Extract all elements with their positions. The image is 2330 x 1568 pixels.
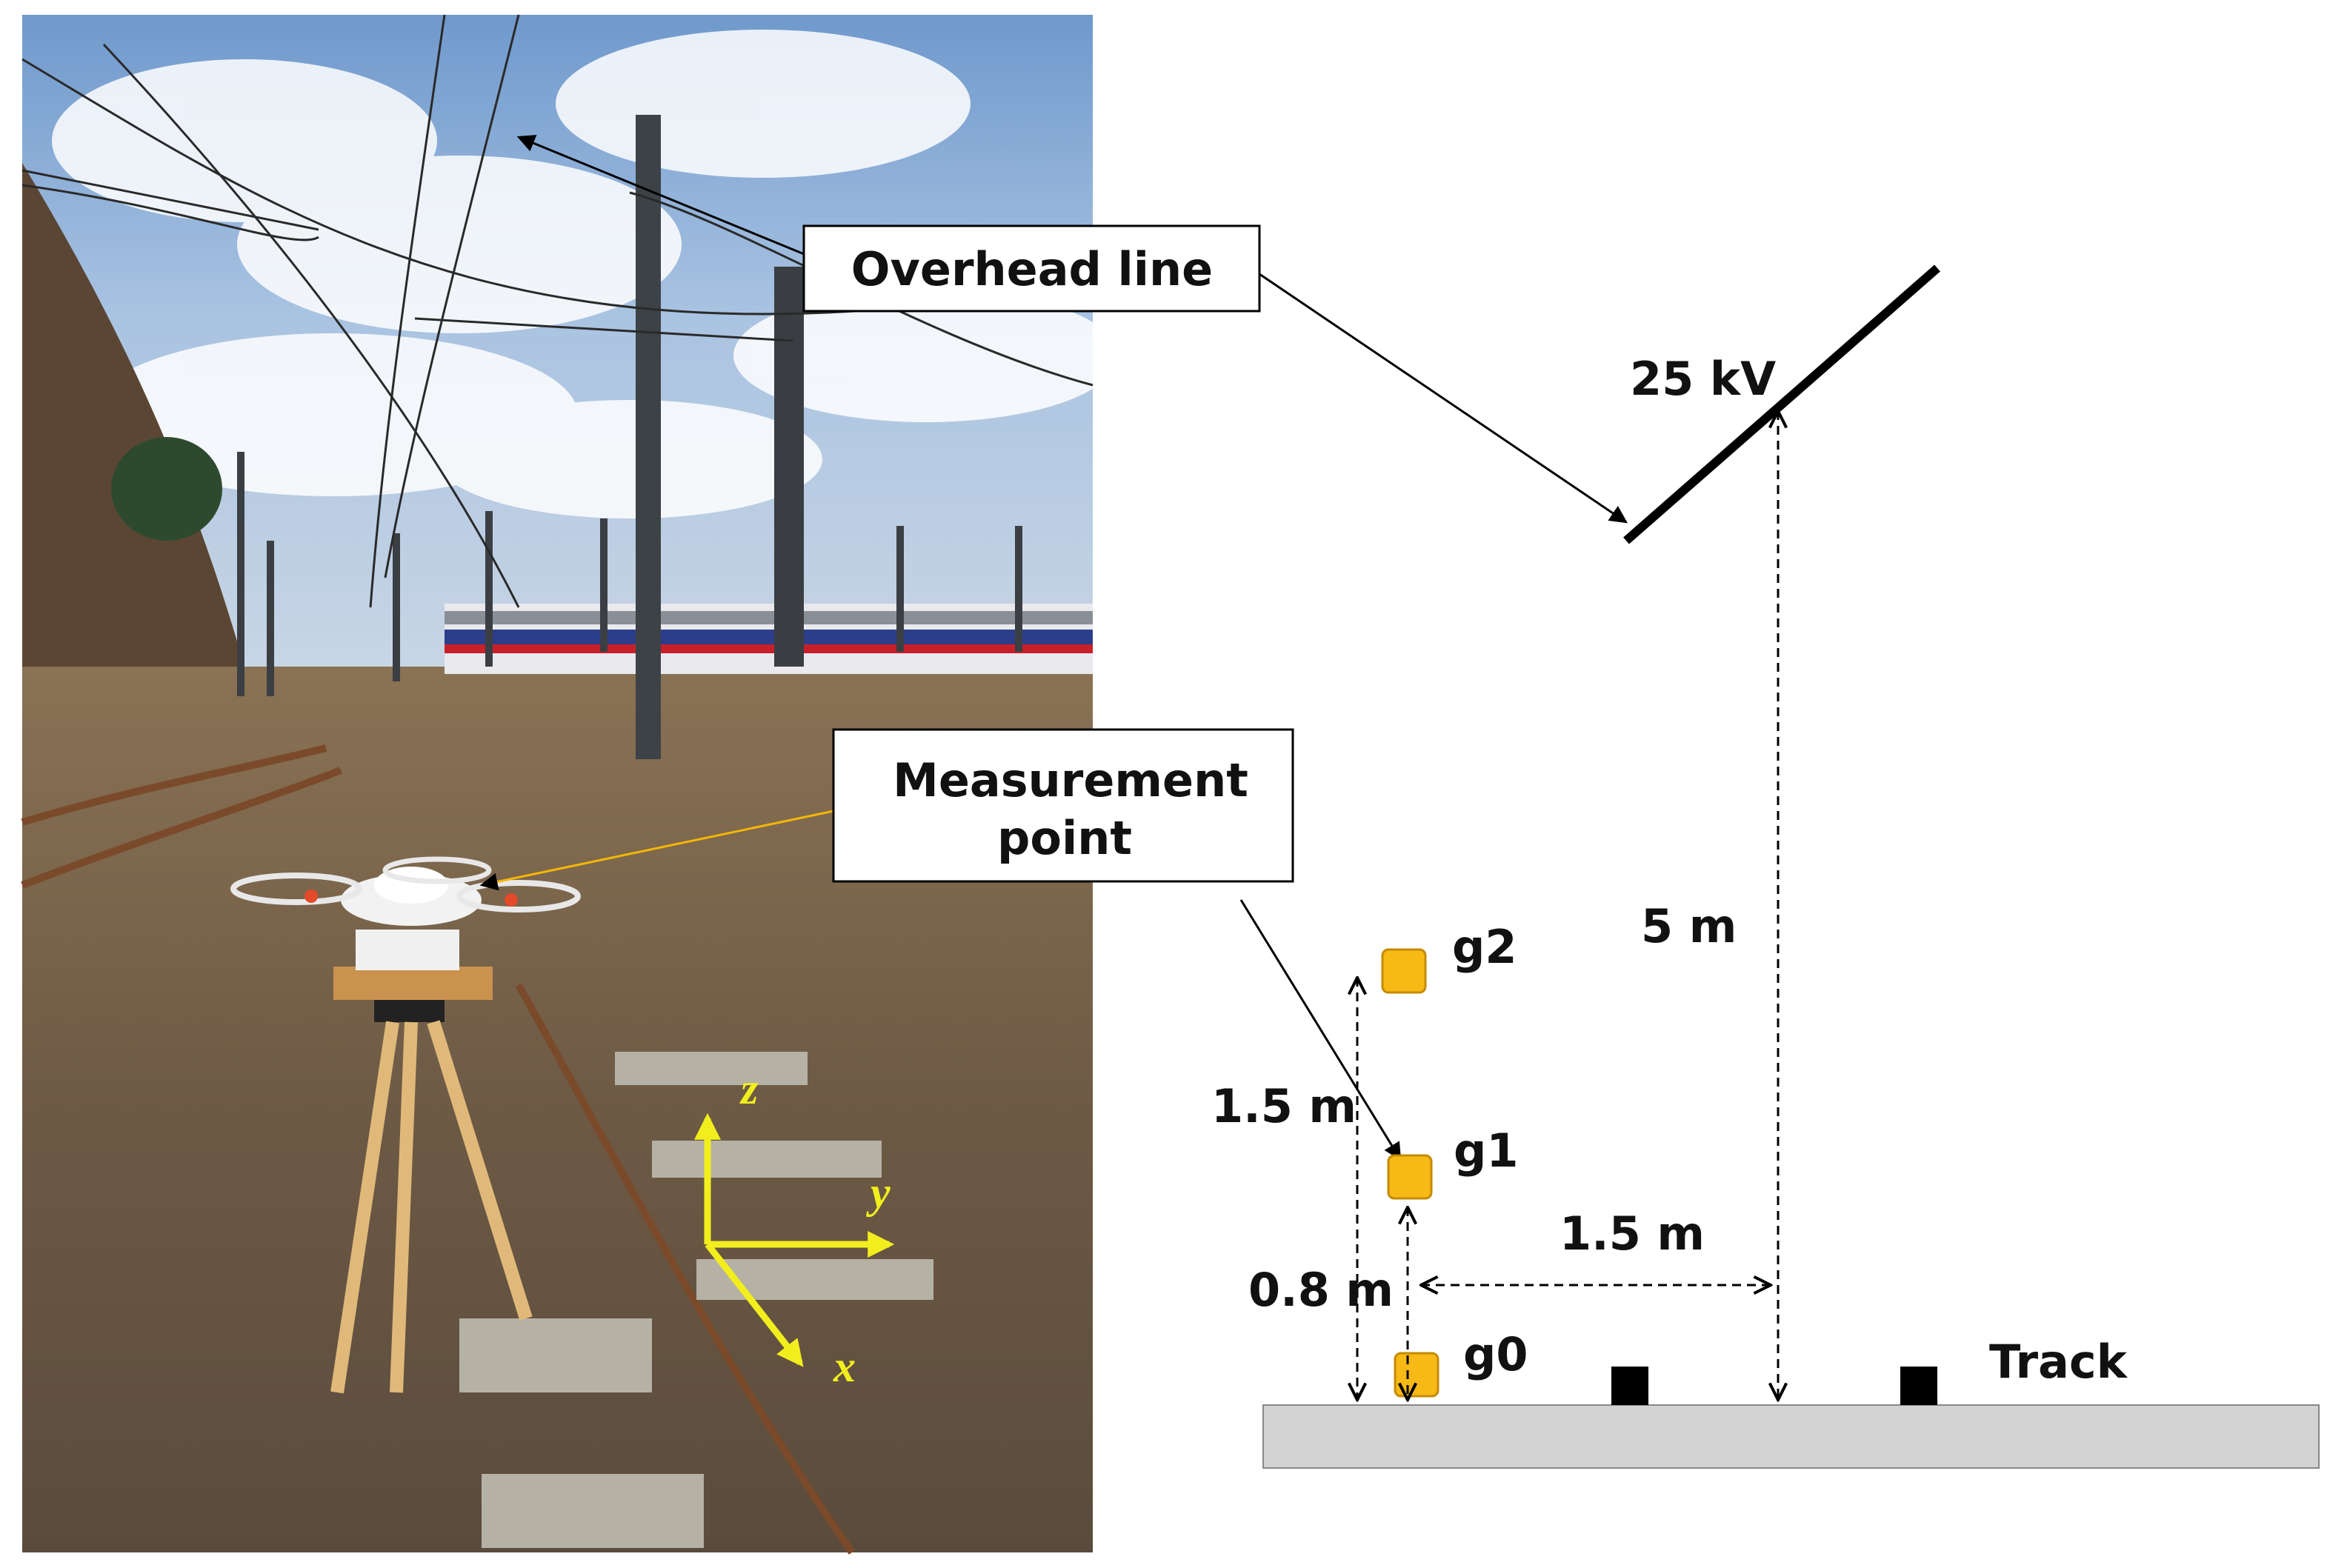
gauge-g0 [1394, 1352, 1439, 1398]
gauge-g0-label: g0 [1463, 1327, 1528, 1381]
z-axis-label: z [739, 1064, 759, 1113]
sleepers [459, 1052, 933, 1548]
gauge-g2-label: g2 [1452, 920, 1517, 974]
overhead-line-pointer-schematic [1259, 273, 1628, 524]
g0-height-label: 0.8 m [1248, 1263, 1394, 1317]
main-pole [636, 115, 661, 759]
clouds [52, 30, 1119, 518]
dimension-lines [1357, 411, 1778, 1400]
measurement-point-pointer-photo [479, 810, 834, 891]
tree [111, 437, 222, 541]
y-axis-label: y [866, 1168, 891, 1217]
horizontal-offset-label: 1.5 m [1560, 1207, 1705, 1261]
x-axis-label: x [833, 1342, 856, 1391]
rails [21, 744, 856, 1555]
schematic: 25 kV Track g2 g1 g0 5 m 1.5 m 1.5 m 0.8… [1211, 264, 2320, 1469]
gauge-g1-label: g1 [1454, 1124, 1519, 1178]
photo-axes [694, 1112, 895, 1367]
overhead-line-conductor [1623, 264, 1940, 544]
overhead-line-label: Overhead line [851, 242, 1213, 296]
track-bed [1262, 1404, 2320, 1469]
height-to-line-label: 5 m [1641, 899, 1737, 953]
gauge-g1 [1387, 1154, 1433, 1200]
measurement-point-pointer-schematic [1239, 899, 1402, 1161]
lattice-pole [774, 267, 804, 667]
train [445, 604, 1093, 674]
track-label: Track [1989, 1335, 2128, 1389]
x-axis-arrow [705, 1242, 804, 1367]
overhead-line-pointer-photo [516, 135, 808, 257]
gauge-g2 [1381, 948, 1427, 994]
voltage-label: 25 kV [1630, 352, 1776, 406]
catenary-poles [237, 452, 1022, 696]
measurement-label-line1: Measurement [893, 753, 1248, 807]
drone [230, 856, 581, 970]
gauge-spacing-label: 1.5 m [1211, 1079, 1357, 1133]
overhead-line-callout: Overhead line [802, 224, 1261, 313]
rail-right [1900, 1367, 1937, 1405]
rail-left [1611, 1367, 1648, 1405]
tripod [330, 967, 533, 1394]
measurement-point-callout: Measurement point [832, 728, 1294, 883]
measurement-label-line2: point [997, 811, 1132, 865]
